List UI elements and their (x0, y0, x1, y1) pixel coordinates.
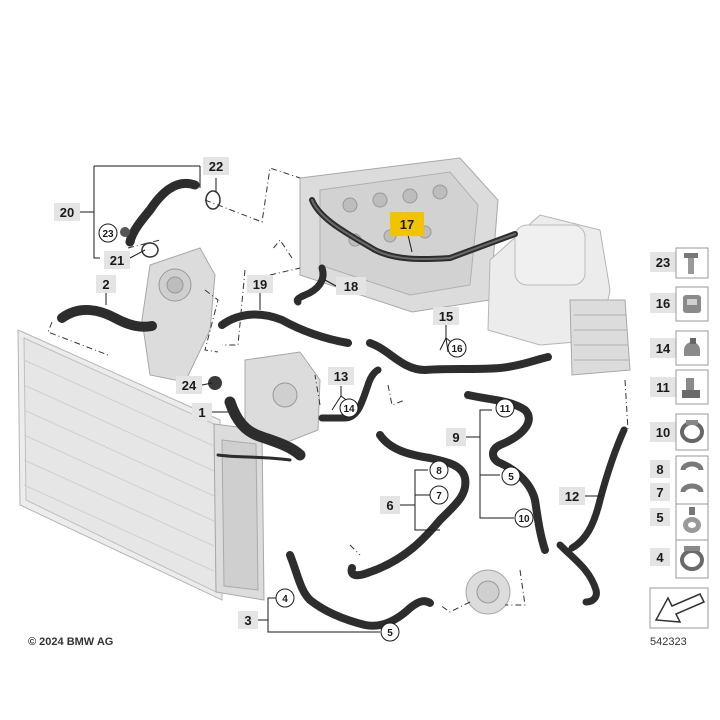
callout-14: 14 (343, 404, 355, 415)
callout-box-20 (54, 203, 80, 221)
callout-leaders (80, 165, 602, 633)
callout-circle-16 (447, 338, 467, 358)
clamp-icon (684, 338, 700, 356)
ring-clamp-icon (683, 507, 701, 533)
callout-22: 22 (209, 159, 223, 174)
callout-6: 6 (386, 498, 393, 513)
callout-19: 19 (253, 277, 267, 292)
callout-20: 20 (60, 205, 74, 220)
hoses (57, 178, 628, 630)
callout-16: 16 (451, 344, 463, 355)
band-clamp-icon (680, 546, 704, 571)
callout-circle-23 (98, 223, 118, 243)
callout-1: 1 (198, 405, 205, 420)
callout-9: 9 (452, 430, 459, 445)
callout-box-6 (380, 496, 400, 514)
callout-13: 13 (334, 369, 348, 384)
callout-23: 23 (102, 229, 114, 240)
callout-box-12 (559, 487, 585, 505)
callout-18: 18 (344, 279, 358, 294)
callout-7: 7 (436, 491, 442, 502)
callout-circle-10 (514, 508, 534, 528)
legend-label-16: 16 (656, 296, 670, 311)
legend-label-7: 7 (656, 485, 663, 500)
callout-5-bottom: 5 (387, 628, 393, 639)
spring-clip-icon (680, 461, 704, 493)
callout-box-9 (446, 428, 466, 446)
callout-box-19 (247, 275, 273, 293)
hose-clamp-icon (680, 420, 704, 443)
clip-icon (683, 295, 701, 313)
callout-box-22 (203, 157, 229, 175)
legend-label-5: 5 (656, 510, 663, 525)
legend-column: 23 16 14 11 10 (649, 247, 709, 629)
legend-label-23: 23 (656, 255, 670, 270)
direction-arrow-icon (654, 593, 706, 623)
callout-12: 12 (565, 489, 579, 504)
copyright: © 2024 BMW AG (28, 636, 114, 648)
callout-4: 4 (282, 594, 288, 605)
water-pump (141, 247, 216, 383)
thermostat-housing (244, 351, 321, 446)
callout-box-24 (176, 376, 202, 394)
bracket-icon (682, 378, 700, 398)
callout-box-3 (238, 611, 258, 629)
callout-box-13 (328, 367, 354, 385)
legend-label-11: 11 (656, 380, 670, 395)
callout-24: 24 (182, 378, 197, 393)
small-parts (120, 190, 222, 390)
callout-circle-7 (429, 485, 449, 505)
callout-3: 3 (244, 613, 251, 628)
electric-coolant-pump (465, 569, 511, 615)
callout-circle-8 (429, 460, 449, 480)
legend-label-14: 14 (656, 341, 671, 356)
callout-10: 10 (518, 514, 530, 525)
callout-box-2 (96, 275, 116, 293)
callout-11: 11 (500, 404, 511, 415)
bolt-icon (684, 253, 698, 274)
callout-box-17-highlight (390, 212, 424, 236)
callout-box-15 (433, 307, 459, 325)
callout-box-18 (336, 277, 366, 295)
callout-17: 17 (400, 217, 414, 232)
callout-box-21 (104, 251, 130, 269)
callout-circle-11 (495, 398, 515, 418)
callouts: 22 20 23 21 2 19 18 17 15 16 13 14 (54, 157, 585, 642)
callout-circle-5-bottom (380, 622, 400, 642)
callout-circle-14 (339, 398, 359, 418)
callout-2: 2 (102, 277, 109, 292)
callout-5-mid: 5 (508, 472, 514, 483)
legend-label-4: 4 (656, 550, 664, 565)
callout-circle-5-mid (501, 466, 521, 486)
expansion-tank (487, 214, 631, 376)
callout-15: 15 (439, 309, 453, 324)
legend-label-10: 10 (656, 425, 670, 440)
dashed-leaders (47, 167, 629, 613)
callout-box-1 (192, 403, 212, 421)
callout-21: 21 (110, 253, 124, 268)
callout-circle-4 (275, 588, 295, 608)
legend-label-8: 8 (656, 462, 663, 477)
callout-8: 8 (436, 466, 442, 477)
radiator (17, 329, 265, 601)
diagram-number: 542323 (650, 636, 687, 648)
